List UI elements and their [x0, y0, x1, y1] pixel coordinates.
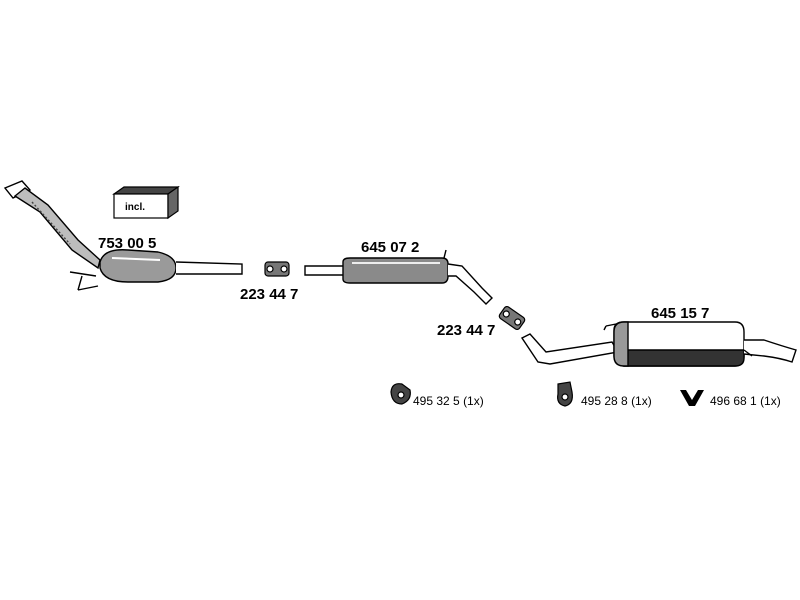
rubber-mount-1[interactable]: [390, 383, 411, 405]
mount-3-label: 496 68 1 (1x): [710, 395, 781, 407]
box-side: [167, 185, 179, 220]
rear-silencer[interactable]: [520, 321, 797, 367]
front-pipe: [13, 187, 101, 270]
rear-silencer-shade: [623, 349, 745, 367]
clamp-1-body: [264, 261, 290, 277]
clamp-1-bolt: [266, 265, 274, 273]
mount-1-label: 495 32 5 (1x): [413, 395, 484, 407]
front-flange: [3, 180, 32, 199]
middle-outlet-pipe: [447, 263, 493, 305]
catalyst-body: [99, 249, 177, 283]
outlet-pipe: [175, 261, 243, 275]
rear-tailpipe: [743, 339, 797, 363]
clamp-2-part-number: 223 44 7: [437, 322, 496, 339]
clamp-1-part-number: 223 44 7: [240, 286, 299, 303]
rubber-mount-3[interactable]: [680, 390, 704, 406]
rear-hanger: [743, 349, 753, 357]
middle-silencer-part-number: 645 07 2: [361, 239, 420, 256]
mount-3-qty: (1x): [760, 394, 781, 408]
mount-2-number: 495 28 8: [581, 394, 628, 408]
mount-2-label: 495 28 8 (1x): [581, 395, 652, 407]
clamp-2-bolt: [502, 310, 510, 318]
mount-3-number: 496 68 1: [710, 394, 757, 408]
clamp-2-bolt: [514, 318, 522, 326]
middle-silencer[interactable]: [304, 249, 493, 305]
mount-1-qty: (1x): [463, 394, 484, 408]
mount-1-number: 495 32 5: [413, 394, 460, 408]
rubber-mount-3-shape: [680, 390, 704, 406]
sensor-bracket: [69, 271, 99, 291]
catalytic-converter[interactable]: [3, 180, 243, 291]
rubber-mount-1-hole: [397, 391, 405, 399]
box-top: [112, 186, 180, 195]
rear-hanger: [603, 323, 617, 331]
clamp-1-bolt: [280, 265, 288, 273]
middle-inlet-pipe: [304, 265, 346, 276]
kit-box-label: incl.: [124, 202, 147, 213]
flex-section: [31, 201, 71, 245]
rear-silencer-part-number: 645 15 7: [651, 305, 710, 322]
catalytic-converter-part-number: 753 00 5: [98, 235, 157, 252]
mount-2-qty: (1x): [631, 394, 652, 408]
clamp-2-body: [498, 305, 526, 331]
middle-hanger: [443, 249, 447, 259]
rubber-mount-2[interactable]: [557, 381, 573, 407]
catalyst-highlight: [111, 257, 161, 261]
clamp-1[interactable]: [264, 261, 290, 277]
rear-silencer-side: [613, 321, 629, 367]
rubber-mount-2-hole: [561, 393, 569, 401]
clamp-2[interactable]: [498, 305, 526, 331]
rear-inlet-pipe: [520, 333, 620, 365]
middle-silencer-body: [342, 257, 449, 284]
